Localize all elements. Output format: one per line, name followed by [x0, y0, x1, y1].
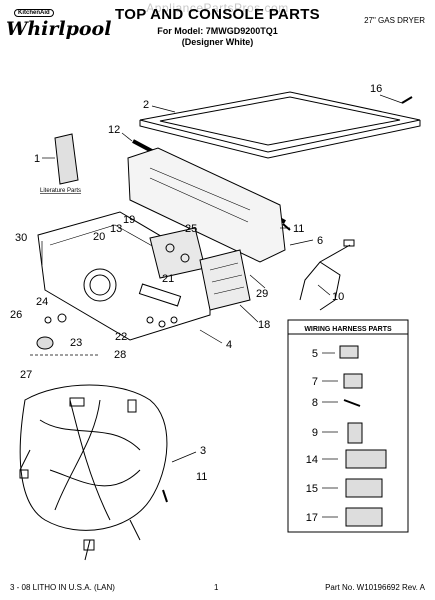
callout-12: 12	[108, 124, 120, 136]
harness-connector-9[interactable]	[347, 422, 363, 444]
callout-26: 26	[10, 309, 22, 321]
callout-19: 19	[123, 214, 135, 226]
callout-23: 23	[70, 337, 82, 349]
harness-connector-7[interactable]	[343, 373, 363, 389]
callout-16: 16	[370, 83, 382, 95]
callout-11b: 11	[196, 471, 207, 483]
harness-connector-5[interactable]	[339, 345, 359, 359]
callout-22: 22	[115, 331, 127, 343]
console-rear-panel[interactable]	[127, 147, 286, 263]
harness-connector-15[interactable]	[345, 478, 383, 498]
callout-2: 2	[143, 99, 149, 111]
footer-litho: 3 - 08 LITHO IN U.S.A. (LAN)	[10, 583, 115, 592]
harness-terminal-8[interactable]	[343, 399, 361, 407]
callout-28: 28	[114, 349, 126, 361]
callout-25: 25	[185, 223, 197, 235]
callout-18: 18	[258, 319, 270, 331]
watermark: AppliancePartsPros.com	[146, 1, 289, 15]
page-title: TOP AND CONSOLE PARTS	[115, 6, 320, 23]
literature-book[interactable]	[54, 133, 79, 185]
callout-29: 29	[256, 288, 268, 300]
harness-screw[interactable]	[162, 489, 168, 503]
selector-knob[interactable]	[36, 313, 67, 350]
callout-30: 30	[15, 232, 27, 244]
callout-10: 10	[332, 291, 344, 303]
callout-3: 3	[200, 445, 206, 457]
harness-label-17: 17	[306, 512, 318, 524]
callout-4: 4	[226, 339, 232, 351]
callout-20: 20	[93, 231, 105, 243]
main-wiring-harness[interactable]	[19, 384, 168, 561]
harness-connector-17[interactable]	[345, 507, 383, 527]
callout-13: 13	[110, 223, 122, 235]
harness-label-15: 15	[306, 483, 318, 495]
footer-part-number: Part No. W10196692 Rev. A	[325, 583, 425, 592]
electronic-board[interactable]	[199, 249, 251, 311]
footer-page: 1	[214, 583, 219, 592]
harness-label-14: 14	[306, 454, 318, 466]
harness-label-8: 8	[312, 397, 318, 409]
callout-27: 27	[20, 369, 32, 381]
brand-logo: Whirlpool	[6, 18, 112, 40]
dryer-type: 27" GAS DRYER	[364, 16, 425, 25]
wiring-harness-parts-box	[287, 319, 409, 533]
wire-harness-small[interactable]	[299, 239, 355, 311]
callout-21: 21	[162, 273, 174, 285]
literature-label: Literature Parts	[40, 188, 81, 194]
harness-label-5: 5	[312, 348, 318, 360]
callout-6: 6	[317, 235, 323, 247]
dryer-top-panel[interactable]	[139, 91, 421, 159]
model-number: For Model: 7MWGD9200TQ1	[157, 26, 278, 36]
top-screw[interactable]	[401, 96, 413, 104]
callout-24: 24	[36, 296, 48, 308]
harness-label-9: 9	[312, 427, 318, 439]
brand-mark: KitchenAid	[14, 9, 54, 17]
harness-connector-14[interactable]	[345, 449, 387, 469]
harness-label-7: 7	[312, 376, 318, 388]
harness-box-title: WIRING HARNESS PARTS	[304, 326, 392, 333]
bracket-screw[interactable]	[282, 223, 291, 231]
model-color: (Designer White)	[181, 37, 254, 47]
callout-11a: 11	[293, 223, 304, 235]
callout-1: 1	[34, 153, 40, 165]
